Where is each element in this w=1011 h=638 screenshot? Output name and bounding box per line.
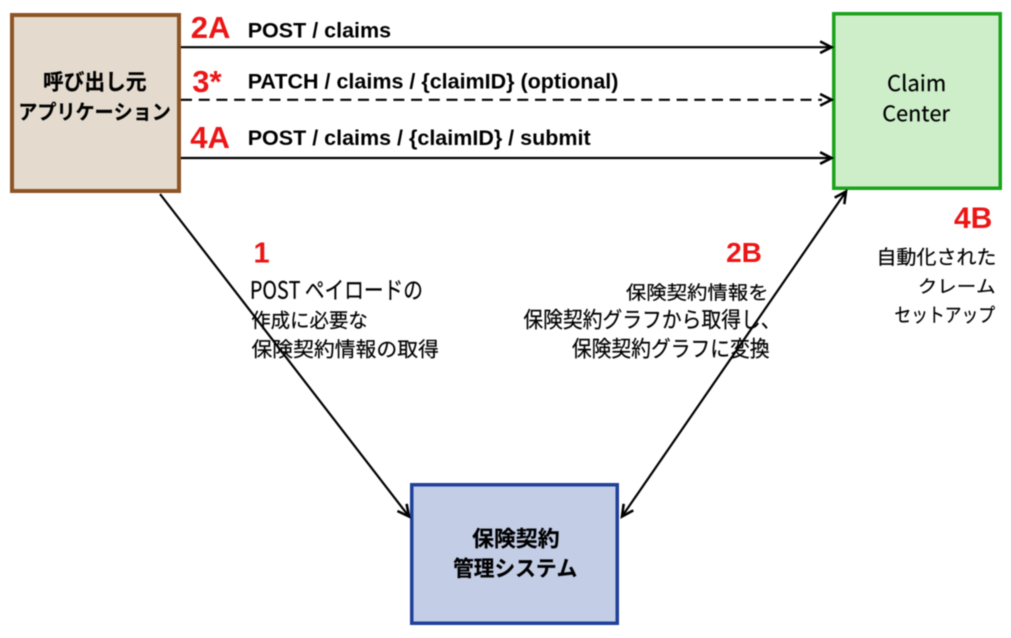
svg-text:3*: 3* bbox=[192, 64, 222, 99]
svg-text:2A: 2A bbox=[191, 10, 231, 45]
svg-text:POST / claims / {claimID} / su: POST / claims / {claimID} / submit bbox=[248, 126, 591, 150]
svg-text:1: 1 bbox=[254, 238, 270, 270]
svg-text:POST / claims: POST / claims bbox=[248, 18, 391, 42]
svg-text:PATCH / claims / {claimID} (op: PATCH / claims / {claimID} (optional) bbox=[248, 69, 619, 93]
svg-text:4B: 4B bbox=[954, 202, 992, 235]
svg-text:2B: 2B bbox=[726, 237, 762, 268]
svg-text:4A: 4A bbox=[190, 120, 230, 155]
